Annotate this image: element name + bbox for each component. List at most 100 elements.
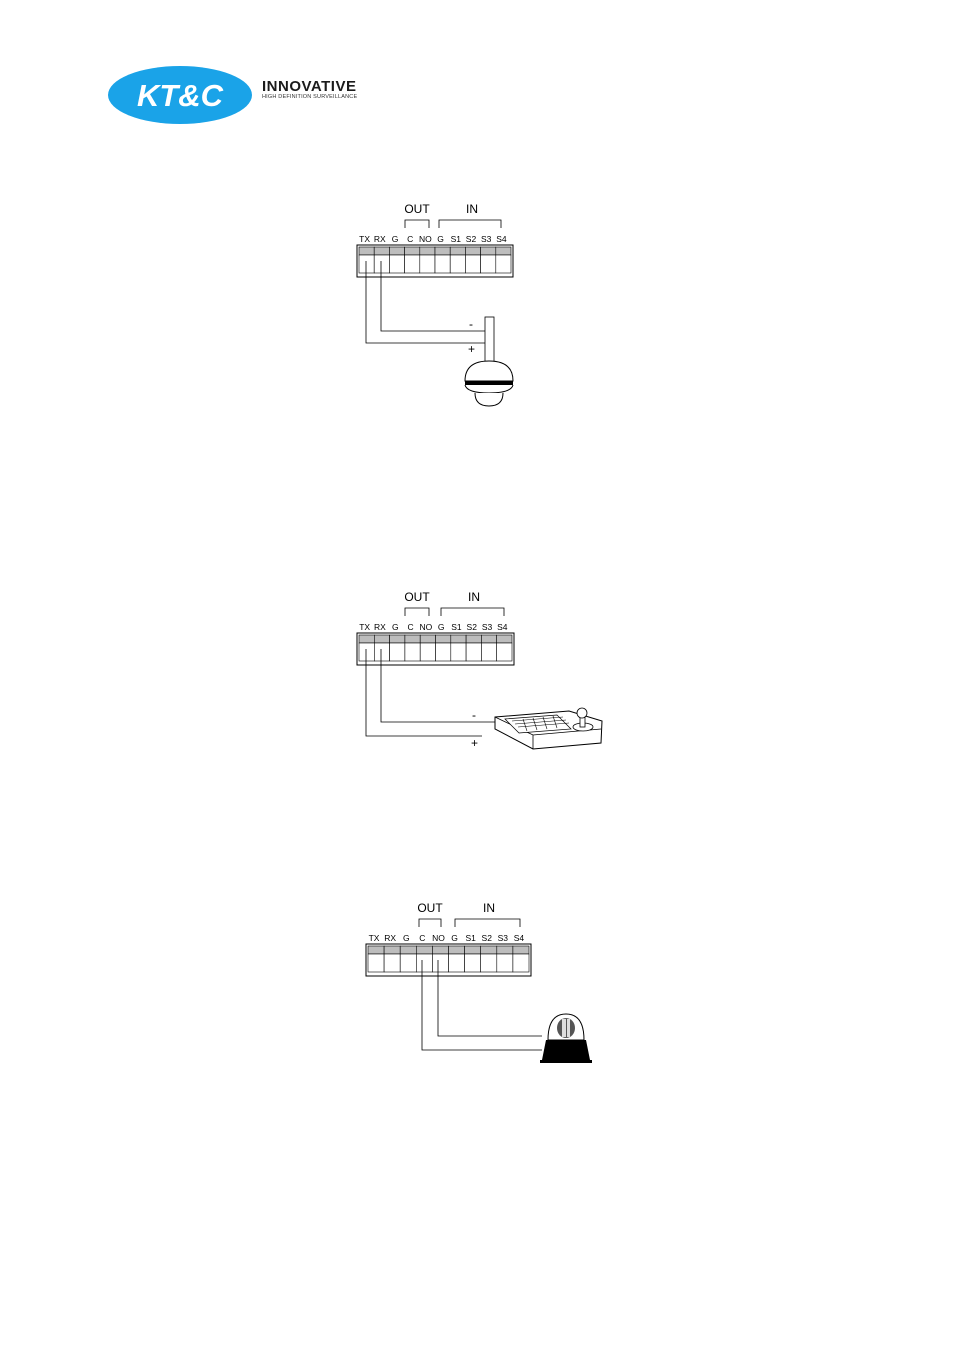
terminal-cell bbox=[368, 954, 384, 972]
pin-label: S2 bbox=[482, 933, 493, 943]
pin-label: G bbox=[451, 933, 458, 943]
terminal-cell bbox=[405, 643, 420, 661]
terminal-cell bbox=[513, 954, 529, 972]
terminal-cell-top bbox=[465, 946, 481, 954]
pin-label: S2 bbox=[467, 622, 478, 632]
pin-label: G bbox=[392, 234, 399, 244]
terminal-cell-top bbox=[497, 946, 513, 954]
terminal-cell-top bbox=[405, 635, 420, 643]
pin-label: NO bbox=[419, 622, 432, 632]
pin-label: RX bbox=[374, 622, 386, 632]
terminal-cell-top bbox=[432, 946, 448, 954]
pin-label: G bbox=[437, 234, 444, 244]
terminal-cell bbox=[390, 643, 405, 661]
terminal-cell-top bbox=[420, 635, 435, 643]
minus-label: - bbox=[472, 708, 476, 722]
terminal-cell bbox=[497, 954, 513, 972]
in-group-label: IN bbox=[483, 901, 495, 915]
plus-label: + bbox=[471, 736, 478, 750]
terminal-cell bbox=[435, 255, 450, 273]
pin-label: C bbox=[407, 234, 413, 244]
terminal-cell bbox=[465, 954, 481, 972]
terminal-cell bbox=[450, 255, 465, 273]
pin-label: S3 bbox=[481, 234, 492, 244]
terminal-cell-top bbox=[359, 635, 374, 643]
terminal-strip bbox=[357, 633, 514, 665]
terminal-cell bbox=[451, 643, 466, 661]
pin-label: S4 bbox=[496, 234, 507, 244]
terminal-cell-top bbox=[481, 635, 496, 643]
pin-label: C bbox=[407, 622, 413, 632]
terminal-cell-top bbox=[435, 247, 450, 255]
terminal-strip bbox=[366, 944, 531, 976]
terminal-cell-top bbox=[384, 946, 400, 954]
out-group-label: OUT bbox=[417, 901, 443, 915]
terminal-cell bbox=[420, 643, 435, 661]
terminal-cell-top bbox=[400, 946, 416, 954]
terminal-cell-top bbox=[466, 635, 481, 643]
in-group-label: IN bbox=[468, 590, 480, 604]
terminal-cell-top bbox=[450, 247, 465, 255]
terminal-cell bbox=[359, 255, 374, 273]
terminal-cell bbox=[481, 255, 496, 273]
pin-label: TX bbox=[369, 933, 380, 943]
terminal-cell-top bbox=[451, 635, 466, 643]
terminal-cell-top bbox=[390, 635, 405, 643]
pin-label: G bbox=[392, 622, 399, 632]
pin-label: NO bbox=[432, 933, 445, 943]
terminal-cell bbox=[465, 255, 480, 273]
minus-label: - bbox=[469, 317, 473, 331]
terminal-cell-top bbox=[513, 946, 529, 954]
terminal-cell bbox=[481, 643, 496, 661]
terminal-cell bbox=[466, 643, 481, 661]
pin-label: NO bbox=[419, 234, 432, 244]
pin-label: S3 bbox=[482, 622, 493, 632]
terminal-cell-top bbox=[481, 946, 497, 954]
terminal-strip bbox=[357, 245, 513, 277]
terminal-cell bbox=[374, 255, 389, 273]
terminal-cell bbox=[405, 255, 420, 273]
pin-label: C bbox=[419, 933, 425, 943]
terminal-cell bbox=[497, 643, 512, 661]
terminal-cell-top bbox=[405, 247, 420, 255]
terminal-diagram-alarm: OUT IN TXRXGCNOGS1S2S3S4 bbox=[366, 901, 592, 1063]
terminal-cell-top bbox=[374, 635, 389, 643]
terminal-cell-top bbox=[496, 247, 511, 255]
pin-label: S1 bbox=[451, 234, 462, 244]
pin-label: S1 bbox=[465, 933, 476, 943]
pin-label: RX bbox=[374, 234, 386, 244]
pin-label: S1 bbox=[451, 622, 462, 632]
terminal-cell bbox=[449, 954, 465, 972]
pin-label: S2 bbox=[466, 234, 477, 244]
pin-label: TX bbox=[359, 234, 370, 244]
terminal-cell-top bbox=[359, 247, 374, 255]
terminal-cell bbox=[496, 255, 511, 273]
terminal-cell-top bbox=[389, 247, 404, 255]
terminal-cell-top bbox=[416, 946, 432, 954]
terminal-cell bbox=[420, 255, 435, 273]
pin-label: S4 bbox=[514, 933, 525, 943]
terminal-cell bbox=[389, 255, 404, 273]
terminal-cell bbox=[384, 954, 400, 972]
terminal-cell-top bbox=[374, 247, 389, 255]
pin-label: G bbox=[438, 622, 445, 632]
terminal-cell-top bbox=[465, 247, 480, 255]
plus-label: + bbox=[468, 342, 475, 356]
out-group-label: OUT bbox=[404, 202, 430, 216]
pin-label: TX bbox=[359, 622, 370, 632]
terminal-cell bbox=[432, 954, 448, 972]
terminal-cell bbox=[359, 643, 374, 661]
terminal-cell-top bbox=[368, 946, 384, 954]
terminal-cell bbox=[400, 954, 416, 972]
terminal-cell bbox=[416, 954, 432, 972]
in-group-label: IN bbox=[466, 202, 478, 216]
terminal-cell-top bbox=[481, 247, 496, 255]
terminal-cell-top bbox=[497, 635, 512, 643]
pin-label: S3 bbox=[498, 933, 509, 943]
